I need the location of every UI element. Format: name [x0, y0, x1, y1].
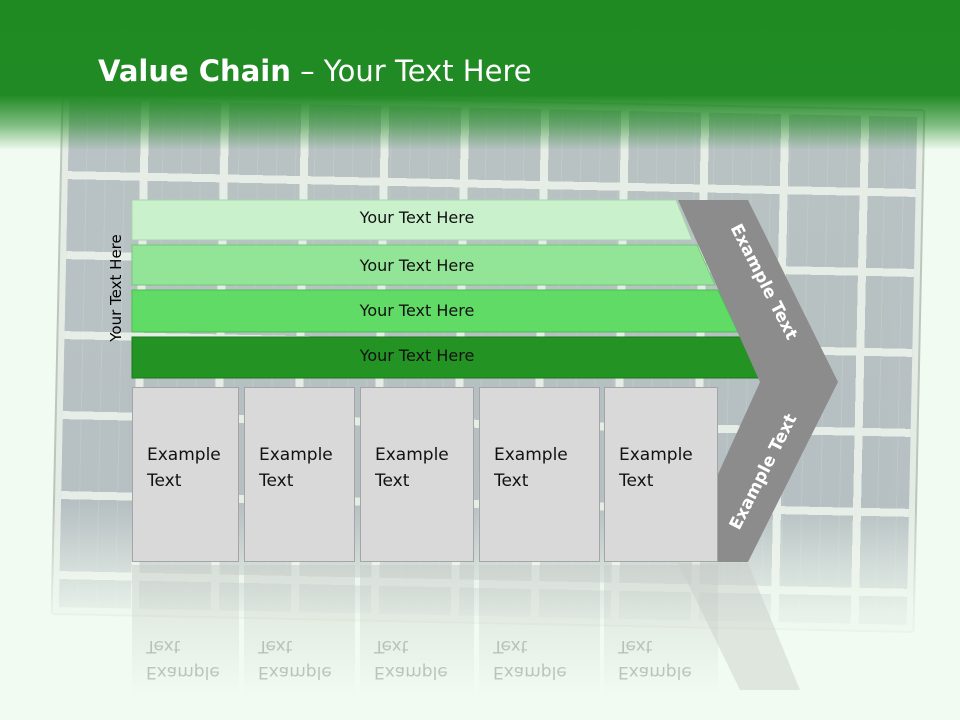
bar-1-label: Your Text Here	[359, 208, 475, 227]
title-bold: Value Chain	[98, 54, 291, 88]
title-rest: – Your Text Here	[290, 54, 532, 88]
header-band	[0, 0, 960, 150]
chevron-reflection	[678, 563, 800, 690]
chevron-shape	[678, 200, 838, 562]
bar-3-label: Your Text Here	[359, 301, 475, 320]
bar-2-label: Your Text Here	[359, 256, 475, 275]
bar-2-shape	[131, 244, 716, 286]
slide-title: Value Chain – Your Text Here	[98, 54, 532, 88]
bar-1-shape	[131, 199, 693, 241]
bar-4-label: Your Text Here	[359, 346, 475, 365]
